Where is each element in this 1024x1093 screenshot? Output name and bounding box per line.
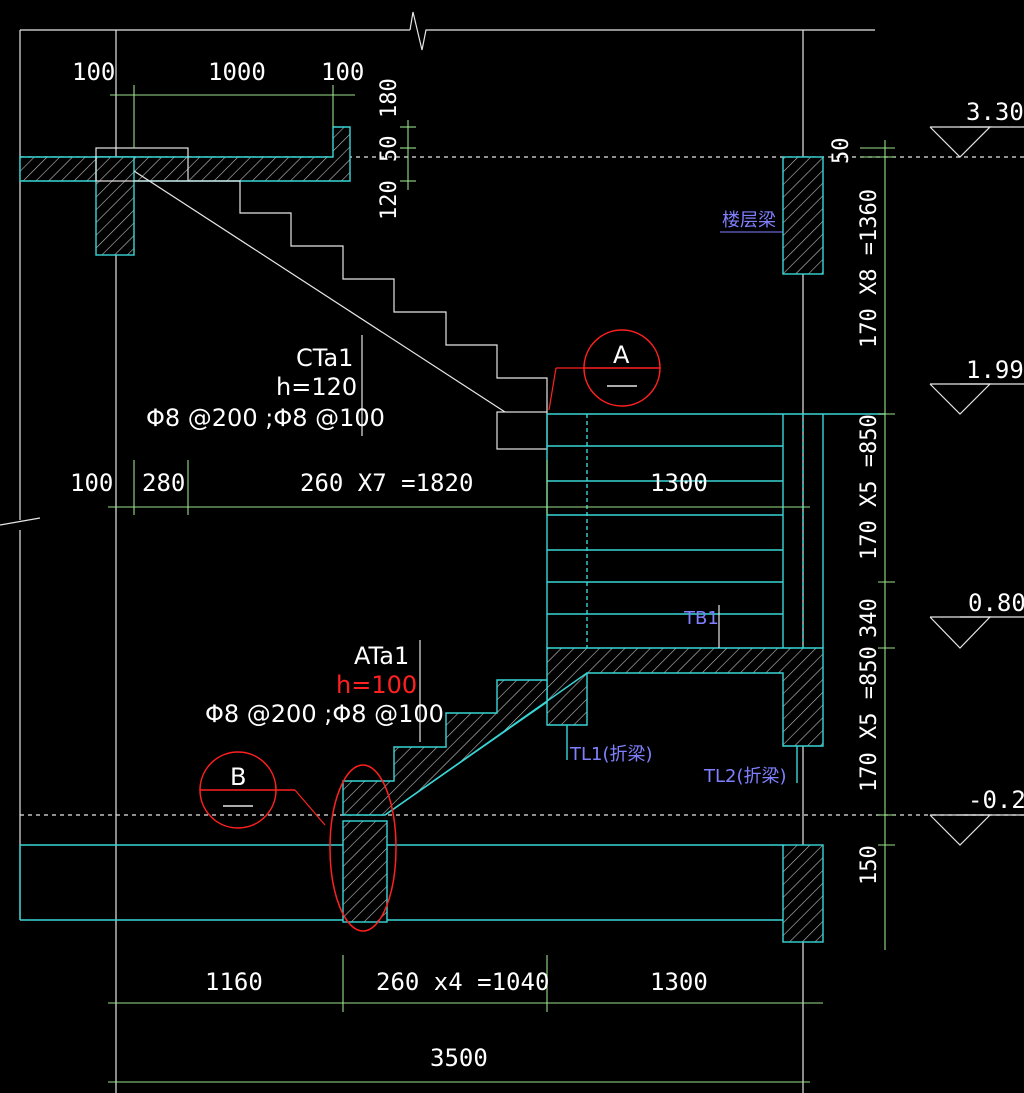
mid-dim-1820: 260 X7 =1820 [300,469,473,497]
tl2-label: TL2(折梁) [703,766,787,787]
upper-flight [133,170,548,450]
elevation-1990: 1.990 [966,356,1024,384]
right-dim-340: 340 [857,598,882,638]
right-dim-150: 150 [857,845,882,885]
cta-thickness: h=120 [276,373,357,401]
leaders [419,605,798,783]
top-dim-2: 1000 [208,58,266,86]
elevation-minus-0200: -0.200 [968,786,1024,814]
bottom-dim-1300: 1300 [650,968,708,996]
vertical-dim-120: 120 [377,180,402,220]
mid-dim-1300: 1300 [650,469,708,497]
callout-a [548,329,661,411]
overall-dim-3500: 3500 [430,1044,488,1072]
ata-thickness: h=100 [336,671,417,699]
vertical-dim-180: 180 [377,78,402,118]
ground-beam [19,820,824,943]
beam-gap-dim: 50 [829,138,854,165]
elevation-0800: 0.800 [968,589,1024,617]
tl1-label: TL1(折梁) [569,744,653,765]
callout-a-label: A [613,341,630,369]
cta-name: CTa1 [296,344,353,372]
callout-b-label: B [230,763,246,791]
middle-landing [546,413,885,648]
mid-dim-100: 100 [70,469,113,497]
bottom-dim-1160: 1160 [205,968,263,996]
callout-b [199,751,397,932]
dimension-lines [108,85,895,1083]
top-dim-1: 100 [72,58,115,86]
ata-name: ATa1 [354,642,409,670]
elevation-markers [929,126,1024,846]
cta-rebar: Φ8 @200 ;Φ8 @100 [146,404,385,432]
floor-beam-label: 楼层梁 [722,210,776,231]
mid-dim-280: 280 [142,469,185,497]
floor-beam [782,156,824,275]
ata-rebar: Φ8 @200 ;Φ8 @100 [205,700,444,728]
vertical-dim-50: 50 [377,136,402,163]
lower-flight [342,672,588,816]
tb1-slab [546,647,824,747]
top-landing-slab [19,126,351,256]
right-dim-850-upper: 170 X5 =850 [857,414,882,560]
bottom-dim-1040: 260 x4 =1040 [376,968,549,996]
elevation-3300: 3.300 [966,98,1024,126]
tb1-label: TB1 [683,608,719,629]
top-dim-3: 100 [321,58,364,86]
right-dim-1360: 170 X8 =1360 [857,189,882,348]
right-dim-850-lower: 170 X5 =850 [857,646,882,792]
